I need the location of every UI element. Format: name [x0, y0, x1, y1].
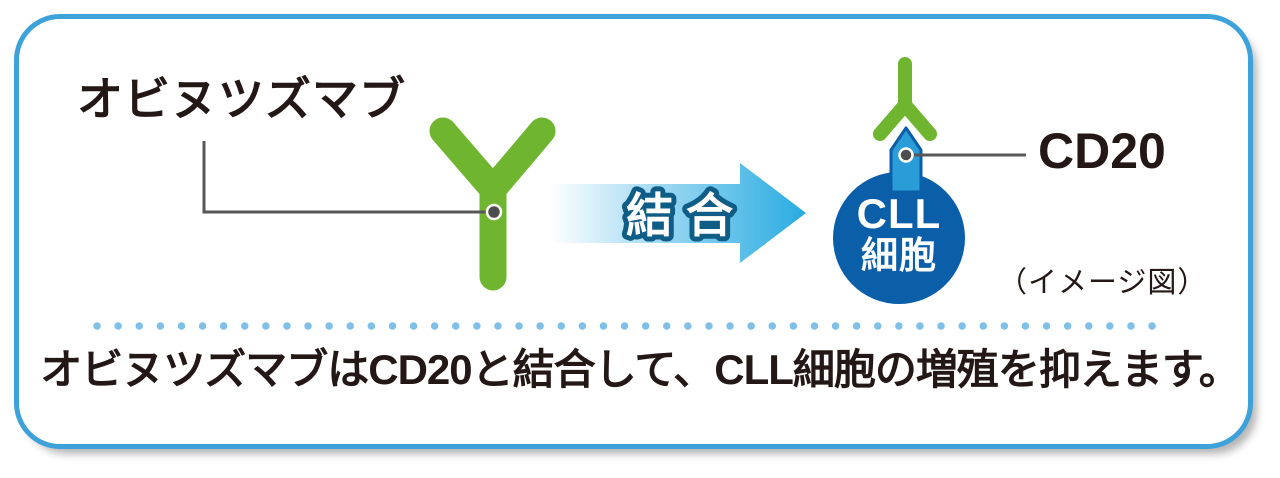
binding-arrow-label-outline: 結合: [626, 189, 746, 242]
antibody-y-icon: [429, 117, 556, 291]
binding-arrow-icon: [549, 163, 806, 263]
cd20-label: CD20: [1038, 123, 1166, 179]
cd20-leader-dot: [898, 147, 914, 163]
cll-cell-label-line2: 細胞: [861, 235, 937, 276]
antibody-leader-line: [202, 141, 490, 214]
antibody-leader-dot: [485, 203, 503, 221]
cll-cell-circle: [833, 172, 965, 304]
image-note: （イメージ図）: [998, 267, 1208, 299]
binding-arrow-label: 結合: [626, 189, 746, 242]
bound-antibody-y-icon: [873, 57, 937, 141]
cll-cell-label-line1: CLL: [857, 190, 942, 237]
caption-text: オビヌツズマブはCD20と結合して、CLL細胞の増殖を抑えます。: [40, 346, 1240, 393]
antibody-name-label: オビヌツズマブ: [77, 73, 406, 125]
